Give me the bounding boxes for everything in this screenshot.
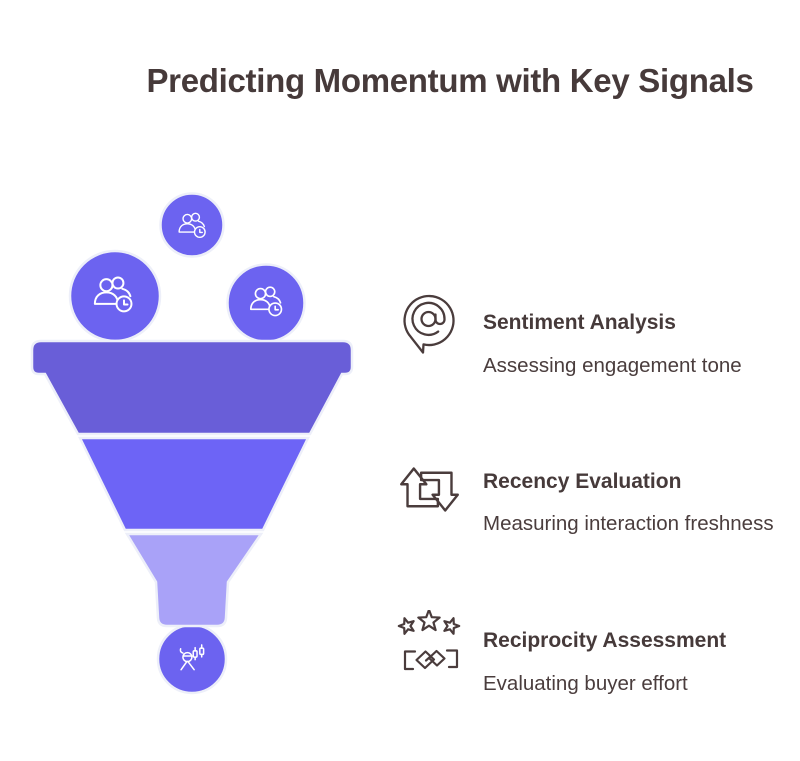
signal-description: Assessing engagement tone [483, 354, 742, 377]
signal-title: Recency Evaluation [483, 470, 682, 493]
funnel-graphic [30, 192, 354, 695]
signal-item-recency: Recency Evaluation Measuring interaction… [395, 452, 795, 592]
signal-description: Measuring interaction freshness [483, 512, 774, 535]
signal-item-sentiment: Sentiment Analysis Assessing engagement … [395, 290, 795, 430]
signal-title: Sentiment Analysis [483, 311, 676, 334]
funnel-bottom-section [124, 532, 264, 628]
at-speech-bubble-icon [398, 291, 462, 362]
funnel-drop-circles [68, 192, 306, 695]
page-title: Predicting Momentum with Key Signals [146, 62, 754, 99]
funnel-top-section [30, 339, 354, 436]
funnel-middle-section [77, 436, 311, 532]
handshake-icon [403, 649, 459, 671]
stars-handshake-icon [395, 610, 467, 681]
signal-title: Reciprocity Assessment [483, 629, 727, 652]
signal-item-reciprocity: Reciprocity Assessment Evaluating buyer … [395, 604, 795, 744]
funnel-body [30, 339, 354, 628]
signal-description: Evaluating buyer effort [483, 672, 688, 695]
star-icon [442, 616, 461, 635]
star-icon [397, 616, 416, 635]
cycle-arrows-icon [398, 456, 461, 528]
star-icon [418, 610, 439, 630]
